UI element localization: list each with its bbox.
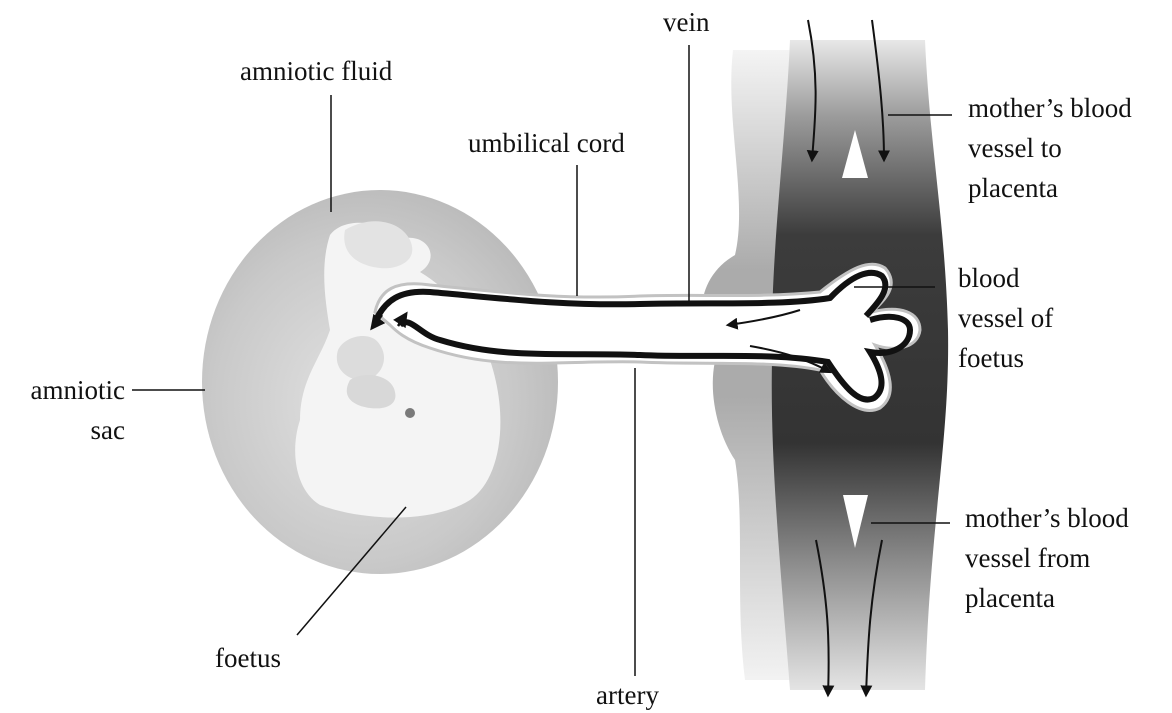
label-mothers-vessel-from-placenta: mother’s blood vessel from placenta (965, 498, 1129, 618)
label-umbilical-cord: umbilical cord (468, 126, 625, 160)
label-mothers-vessel-to-placenta: mother’s blood vessel to placenta (968, 88, 1132, 208)
label-amniotic-fluid: amniotic fluid (240, 54, 392, 88)
label-blood-vessel-of-foetus: blood vessel of foetus (958, 258, 1053, 378)
label-foetus: foetus (215, 641, 281, 675)
label-amniotic-sac: amniotic sac (10, 370, 125, 450)
label-artery: artery (596, 678, 659, 712)
foetus-dot (405, 408, 415, 418)
label-vein: vein (663, 5, 710, 39)
